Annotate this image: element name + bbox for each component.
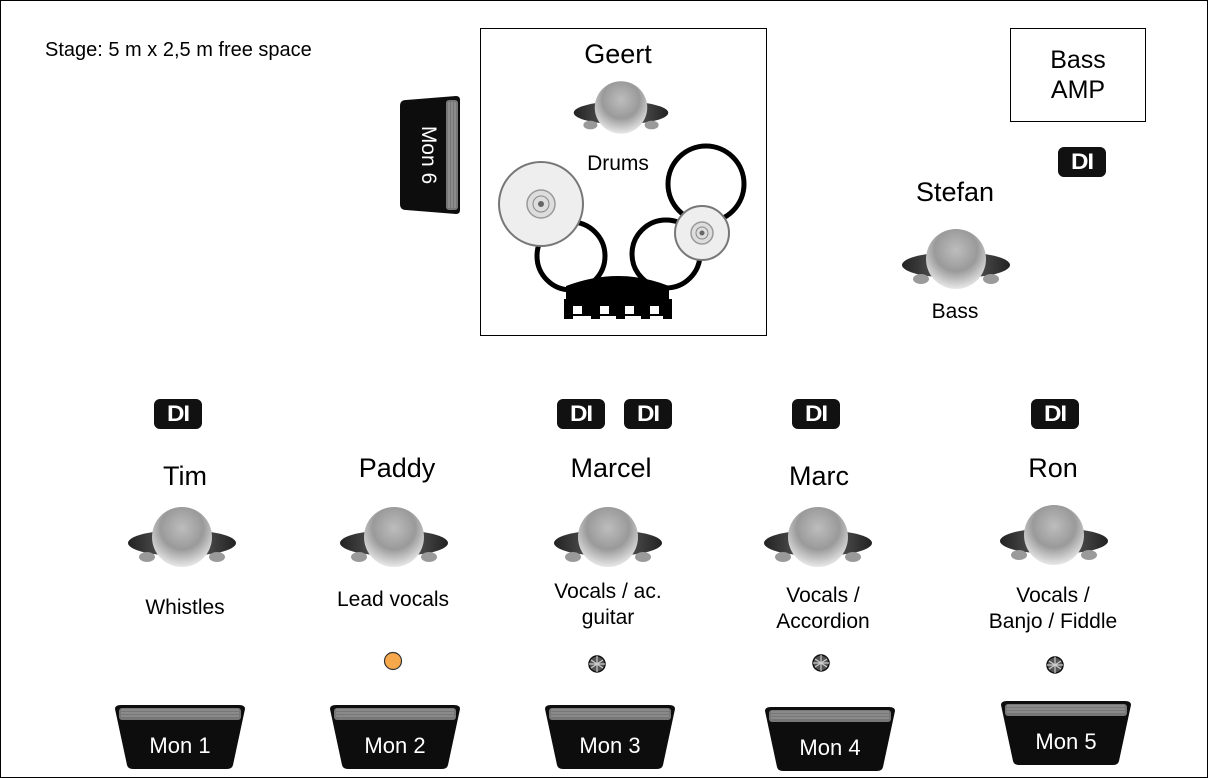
monitor-wedge-2: Mon 2 — [364, 733, 426, 758]
player-name-paddy: Paddy — [358, 453, 436, 483]
drum-kit-icon — [498, 143, 747, 319]
bass-amp-line2: AMP — [1050, 76, 1106, 104]
di-box-tim: DI — [154, 399, 202, 429]
monitor-wedge-5: Mon 5 — [1035, 729, 1097, 754]
bassist-name: Stefan — [915, 177, 995, 207]
player-figure-tim — [127, 501, 237, 581]
player-role-tim: Whistles — [145, 596, 225, 619]
player-role-ron: Vocals /Banjo / Fiddle — [988, 584, 1118, 633]
monitor-wedge-1: Mon 1 — [149, 733, 211, 758]
stage-size-note: Stage: 5 m x 2,5 m free space — [45, 39, 312, 61]
di-box-marcel-1: DI — [557, 399, 605, 429]
player-role-marcel: Vocals / ac.guitar — [554, 580, 662, 629]
player-name-marcel: Marcel — [570, 453, 652, 483]
side-fill-monitor-label: Mon 6 — [417, 125, 440, 185]
side-fill-monitor-icon — [400, 96, 460, 214]
player-figure-marc — [763, 501, 873, 581]
player-role-marc: Vocals /Accordion — [776, 584, 870, 633]
player-figure-marcel — [553, 501, 663, 581]
vocal-mic-icon-marcel — [587, 654, 607, 674]
vocal-mic-icon-paddy — [383, 651, 403, 671]
bass-amp: Bass AMP — [1010, 28, 1146, 122]
player-figure-paddy — [339, 501, 449, 581]
player-name-tim: Tim — [163, 461, 207, 491]
side-fill-monitor: Mon 6 — [394, 94, 462, 216]
player-role-paddy: Lead vocals — [336, 588, 450, 611]
monitor-wedge-4: Mon 4 — [799, 735, 861, 760]
bassist-figure — [901, 223, 1011, 303]
bassist-role: Bass — [931, 300, 979, 323]
player-name-ron: Ron — [1028, 453, 1078, 483]
di-box-marc: DI — [792, 399, 840, 429]
drummer-name: Geert — [584, 39, 652, 69]
di-box-marcel-2: DI — [624, 399, 672, 429]
bass-amp-line1: Bass — [1050, 46, 1106, 74]
vocal-mic-icon-ron — [1045, 655, 1065, 675]
di-box-bass: DI — [1058, 147, 1106, 177]
vocal-mic-icon-marc — [811, 653, 831, 673]
di-box-ron: DI — [1031, 399, 1079, 429]
player-figure-ron — [999, 499, 1109, 579]
monitor-wedge-3: Mon 3 — [579, 733, 641, 758]
drum-riser — [480, 28, 767, 336]
player-name-marc: Marc — [789, 461, 849, 491]
drummer-role: Drums — [587, 152, 649, 175]
